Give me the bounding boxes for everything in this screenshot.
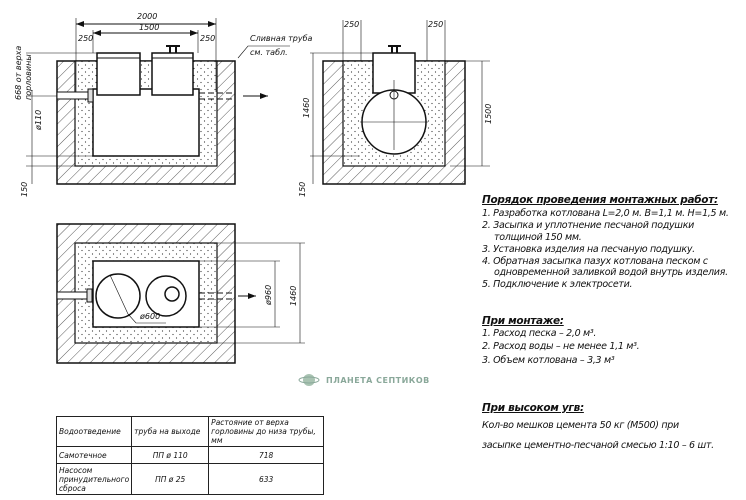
table-row: Насосом принудительного сброса ПП ø 25 6…: [55, 463, 325, 495]
dim-600: ø600: [140, 312, 161, 321]
table-cell: Насосом принудительного сброса: [55, 463, 133, 495]
table-cell: ПП ø 25: [131, 463, 210, 495]
dim-pipe-110: ø110: [34, 109, 43, 130]
table-header: труба на выходе: [131, 416, 210, 447]
dim-250-side-right: 250: [428, 20, 444, 29]
table-cell: 718: [208, 446, 325, 464]
installation-title: При монтаже:: [482, 315, 564, 327]
drain-note-line1: Сливная труба: [250, 34, 313, 43]
groundwater-title: При высоком угв:: [482, 402, 584, 414]
groundwater-line: Кол-во мешков цемента 50 кг (М500) при: [482, 420, 679, 431]
dim-250-right: 250: [200, 34, 216, 43]
dim-668: 668 от верха горловины: [14, 45, 33, 100]
installation-item: 2. Расход воды – не менее 1,1 м³.: [482, 341, 640, 352]
dim-250-side-left: 250: [344, 20, 360, 29]
procedure-item: 5. Подключение к электросети.: [482, 279, 633, 290]
drain-note-line2: см. табл.: [250, 48, 288, 57]
table-header: Растояние от верха горловины до низа тру…: [208, 416, 325, 447]
installation-item: 1. Расход песка – 2,0 м³.: [482, 328, 597, 339]
table-cell: 633: [208, 463, 325, 495]
installation-item: 3. Объем котлована – 3,3 м³: [482, 355, 615, 366]
dim-1460-plan: 1460: [289, 285, 298, 306]
drainage-table: Водоотведение труба на выходе Растояние …: [55, 416, 325, 495]
dim-250-left: 250: [78, 34, 94, 43]
procedure-item: 4. Обратная засыпка пазух котлована песк…: [482, 256, 708, 267]
procedure-item: 2. Засыпка и уплотнение песчаной подушки: [482, 220, 695, 231]
procedure-item: толщиной 150 мм.: [494, 232, 582, 243]
dim-150-front: 150: [20, 181, 29, 197]
logo-text: ПЛАНЕТА СЕПТИКОВ: [326, 375, 430, 385]
dim-150-side: 150: [298, 181, 307, 197]
procedure-item: 1. Разработка котлована L=2,0 м. B=1,1 м…: [482, 208, 729, 219]
table-header: Водоотведение: [55, 416, 133, 447]
dim-1500: 1500: [139, 23, 160, 32]
procedure-title: Порядок проведения монтажных работ:: [482, 194, 718, 206]
table-row: Самотечное ПП ø 110 718: [55, 446, 325, 464]
plan-view: [56, 223, 305, 364]
side-section-view: [310, 20, 490, 185]
table-header-row: Водоотведение труба на выходе Растояние …: [55, 416, 325, 447]
table-cell: Самотечное: [55, 446, 133, 464]
dim-960: ø960: [264, 284, 273, 305]
table-cell: ПП ø 110: [131, 446, 210, 464]
dim-2000: 2000: [137, 12, 158, 21]
dim-1460-side: 1460: [302, 97, 311, 118]
procedure-item: 3. Установка изделия на песчаную подушку…: [482, 244, 695, 255]
dim-1500-side: 1500: [484, 103, 493, 124]
front-section-view: [26, 18, 290, 185]
groundwater-line: засыпке цементно-песчаной смесью 1:10 – …: [482, 440, 714, 451]
logo: ПЛАНЕТА СЕПТИКОВ: [298, 372, 430, 388]
planet-logo-icon: [298, 374, 320, 386]
procedure-item: одновременной заливкой водой внутрь изде…: [494, 267, 728, 278]
